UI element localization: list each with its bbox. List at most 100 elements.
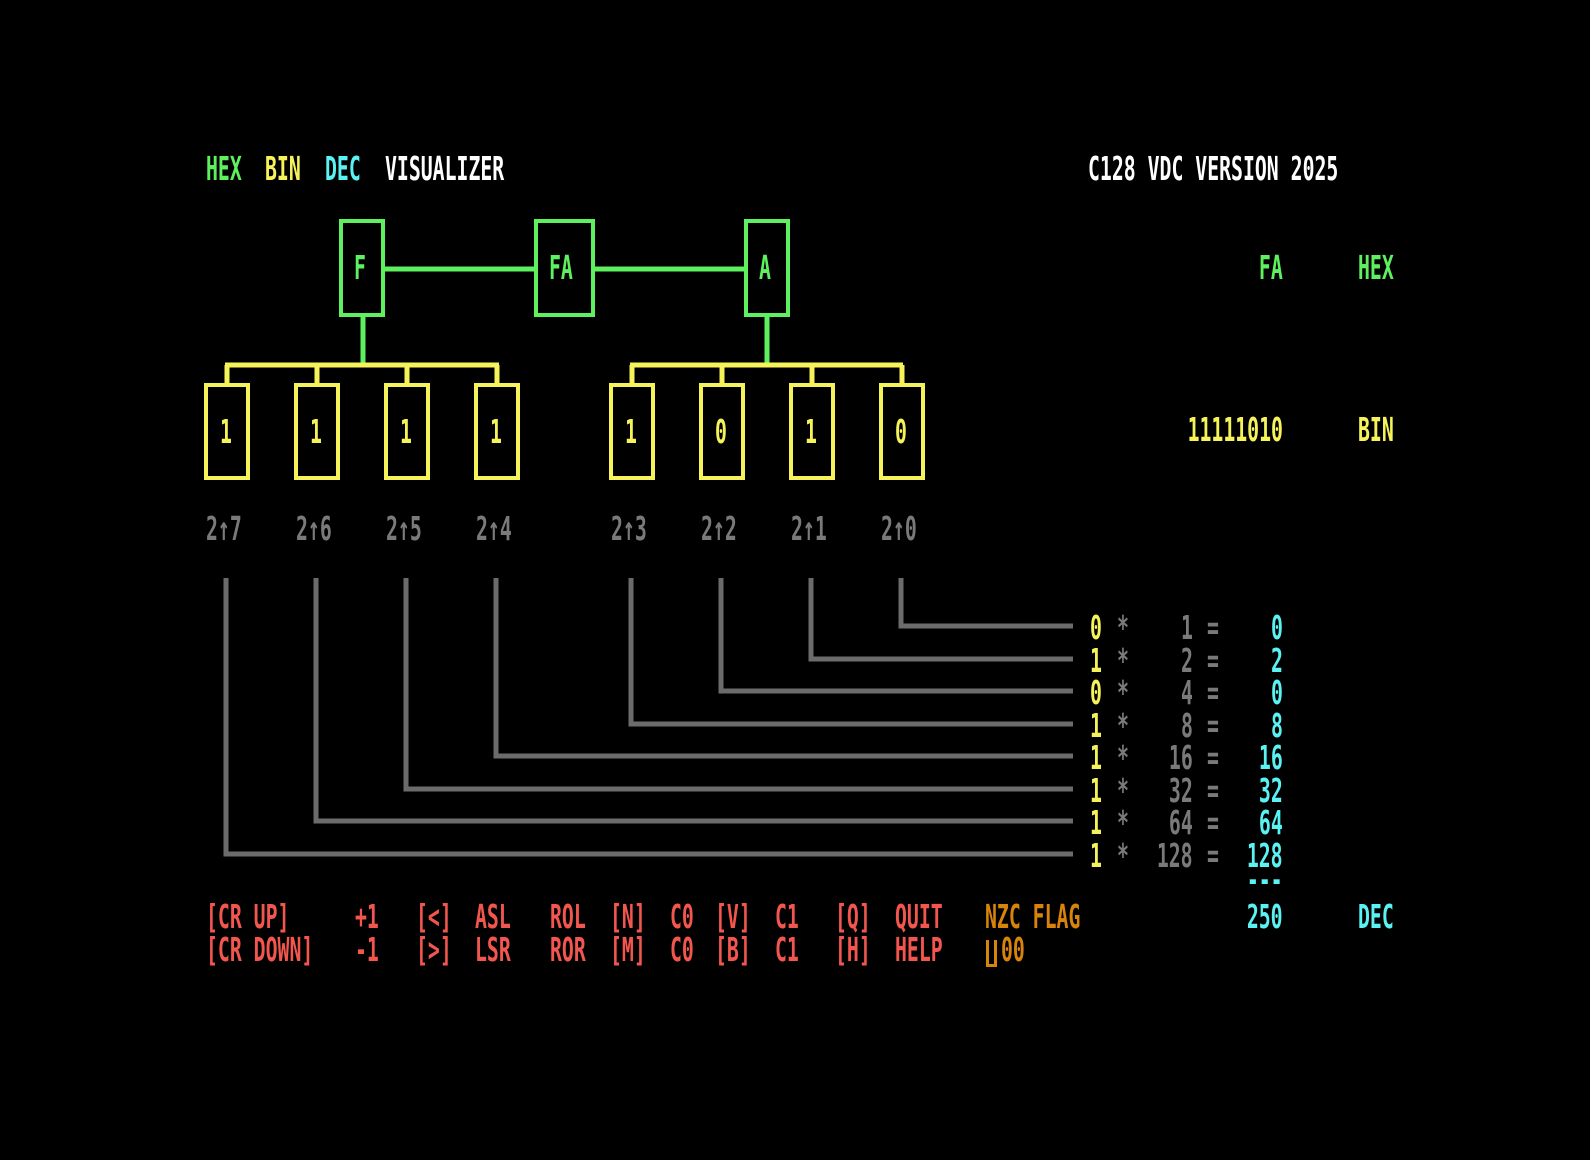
calc-result: 8	[1271, 706, 1283, 745]
key-b[interactable]: [B]	[715, 930, 751, 969]
low-nibble-label: A	[759, 248, 771, 287]
calc-eq: =	[1207, 738, 1219, 777]
key-n[interactable]: [N]	[610, 897, 646, 936]
key-less-than[interactable]: [<]	[416, 897, 452, 936]
power-0: 2↑0	[881, 509, 917, 548]
key-v[interactable]: [V]	[715, 897, 751, 936]
calc-op: *	[1117, 771, 1129, 810]
calc-result: 128	[1247, 836, 1283, 875]
calc-result: 32	[1259, 771, 1283, 810]
bit-2[interactable]: 0	[715, 412, 727, 451]
nibble-connectors	[360, 266, 770, 363]
flag-label: NZC FLAG	[985, 897, 1081, 936]
calc-bit: 1	[1090, 836, 1102, 875]
power-7: 2↑7	[206, 509, 242, 548]
calc-bit: 1	[1090, 803, 1102, 842]
calc-eq: =	[1207, 673, 1219, 712]
action-minus-one: -1	[355, 930, 379, 969]
power-5: 2↑5	[386, 509, 422, 548]
calc-weight: 4	[1181, 673, 1193, 712]
action-v-c1: C1	[775, 897, 799, 936]
calc-result: 16	[1259, 738, 1283, 777]
calc-op: *	[1117, 803, 1129, 842]
bit-1[interactable]: 1	[805, 412, 817, 451]
calc-bit: 0	[1090, 608, 1102, 647]
calc-bit: 1	[1090, 641, 1102, 680]
text-cursor[interactable]	[986, 940, 997, 967]
power-6: 2↑6	[296, 509, 332, 548]
calc-op: *	[1117, 608, 1129, 647]
action-n-c0: C0	[670, 897, 694, 936]
power-4: 2↑4	[476, 509, 512, 548]
power-1: 2↑1	[791, 509, 827, 548]
high-nibble-box	[339, 219, 385, 317]
bit-5[interactable]: 1	[400, 412, 412, 451]
byte-label: FA	[549, 248, 573, 287]
bit-4[interactable]: 1	[490, 412, 502, 451]
dec-label: DEC	[1358, 897, 1394, 936]
label-rol: ROL	[550, 897, 586, 936]
calc-result: 0	[1271, 608, 1283, 647]
weight-leaders	[223, 578, 1073, 857]
bit-tree	[224, 362, 905, 384]
calc-weight: 64	[1169, 803, 1193, 842]
calc-bit: 1	[1090, 738, 1102, 777]
byte-box	[534, 219, 595, 317]
key-cr-down[interactable]: [CR DOWN]	[206, 930, 314, 969]
calc-bit: 1	[1090, 706, 1102, 745]
calc-weight: 32	[1169, 771, 1193, 810]
calc-op: *	[1117, 673, 1129, 712]
calc-eq: =	[1207, 836, 1219, 875]
label-ror: ROR	[550, 930, 586, 969]
low-nibble-box	[744, 219, 790, 317]
bit-6[interactable]: 1	[310, 412, 322, 451]
calc-weight: 128	[1157, 836, 1193, 875]
action-help: HELP	[895, 930, 943, 969]
calc-eq: =	[1207, 803, 1219, 842]
bin-value: 11111010	[1187, 410, 1283, 449]
key-cr-up[interactable]: [CR UP]	[206, 897, 290, 936]
bit-3[interactable]: 1	[625, 412, 637, 451]
calc-weight: 16	[1169, 738, 1193, 777]
calc-bit: 1	[1090, 771, 1102, 810]
bit-boxes	[204, 383, 925, 480]
bit-7[interactable]: 1	[220, 412, 232, 451]
power-2: 2↑2	[701, 509, 737, 548]
hex-label: HEX	[1358, 248, 1394, 287]
dec-value: 250	[1247, 897, 1283, 936]
calc-op: *	[1117, 738, 1129, 777]
action-quit: QUIT	[895, 897, 943, 936]
calc-op: *	[1117, 641, 1129, 680]
key-greater-than[interactable]: [>]	[416, 930, 452, 969]
calc-weight: 8	[1181, 706, 1193, 745]
action-lsr: LSR	[475, 930, 511, 969]
title-hex: HEX	[206, 149, 242, 188]
key-q[interactable]: [Q]	[835, 897, 871, 936]
calc-result: 2	[1271, 641, 1283, 680]
bin-label: BIN	[1358, 410, 1394, 449]
nibble-boxes	[339, 219, 790, 317]
hex-value: FA	[1259, 248, 1283, 287]
action-b-c1: C1	[775, 930, 799, 969]
calc-eq: =	[1207, 608, 1219, 647]
calc-eq: =	[1207, 641, 1219, 680]
high-nibble-label: F	[354, 248, 366, 287]
title-visualizer: VISUALIZER	[385, 149, 505, 188]
bit-0[interactable]: 0	[895, 412, 907, 451]
calc-op: *	[1117, 836, 1129, 875]
calc-op: *	[1117, 706, 1129, 745]
calc-eq: =	[1207, 706, 1219, 745]
key-h[interactable]: [H]	[835, 930, 871, 969]
title-bin: BIN	[265, 149, 301, 188]
calc-result: 0	[1271, 673, 1283, 712]
action-m-c0: C0	[670, 930, 694, 969]
key-m[interactable]: [M]	[610, 930, 646, 969]
action-plus-one: +1	[355, 897, 379, 936]
calc-weight: 1	[1181, 608, 1193, 647]
power-3: 2↑3	[611, 509, 647, 548]
calc-weight: 2	[1181, 641, 1193, 680]
sum-separator: ---	[1247, 860, 1283, 899]
calc-result: 64	[1259, 803, 1283, 842]
title-dec: DEC	[325, 149, 361, 188]
